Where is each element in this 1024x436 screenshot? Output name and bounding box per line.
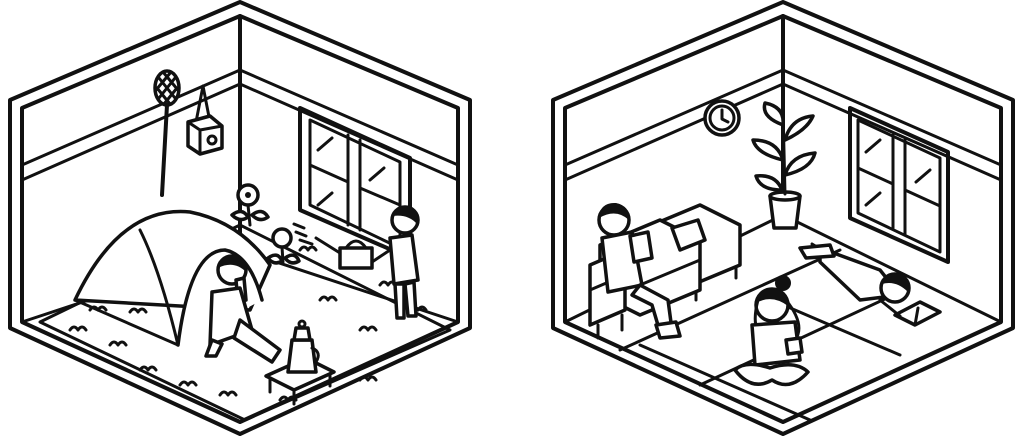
hanging-lantern xyxy=(186,84,224,156)
room-left-frame xyxy=(8,0,472,436)
window-right xyxy=(848,106,950,264)
room-left xyxy=(8,0,472,436)
wall-clock xyxy=(703,99,741,137)
person-drinking xyxy=(204,254,282,364)
watering-can xyxy=(292,222,374,270)
person-reading-on-sofa xyxy=(597,202,682,340)
potted-plant xyxy=(751,101,817,230)
person-watering xyxy=(370,205,420,320)
window-left xyxy=(298,106,412,260)
wall-rail-left xyxy=(20,68,460,167)
person-lying-reading xyxy=(798,242,942,327)
tablet xyxy=(628,230,654,264)
room-right-frame xyxy=(551,0,1015,436)
coffee-pot xyxy=(286,319,320,374)
fly-swatter xyxy=(153,69,181,197)
low-table xyxy=(264,319,336,406)
cushion xyxy=(670,218,707,252)
room-right xyxy=(551,0,1015,436)
wall-rail-right xyxy=(563,68,1003,167)
potted-flowers xyxy=(230,183,301,265)
person-stretching xyxy=(733,275,810,387)
